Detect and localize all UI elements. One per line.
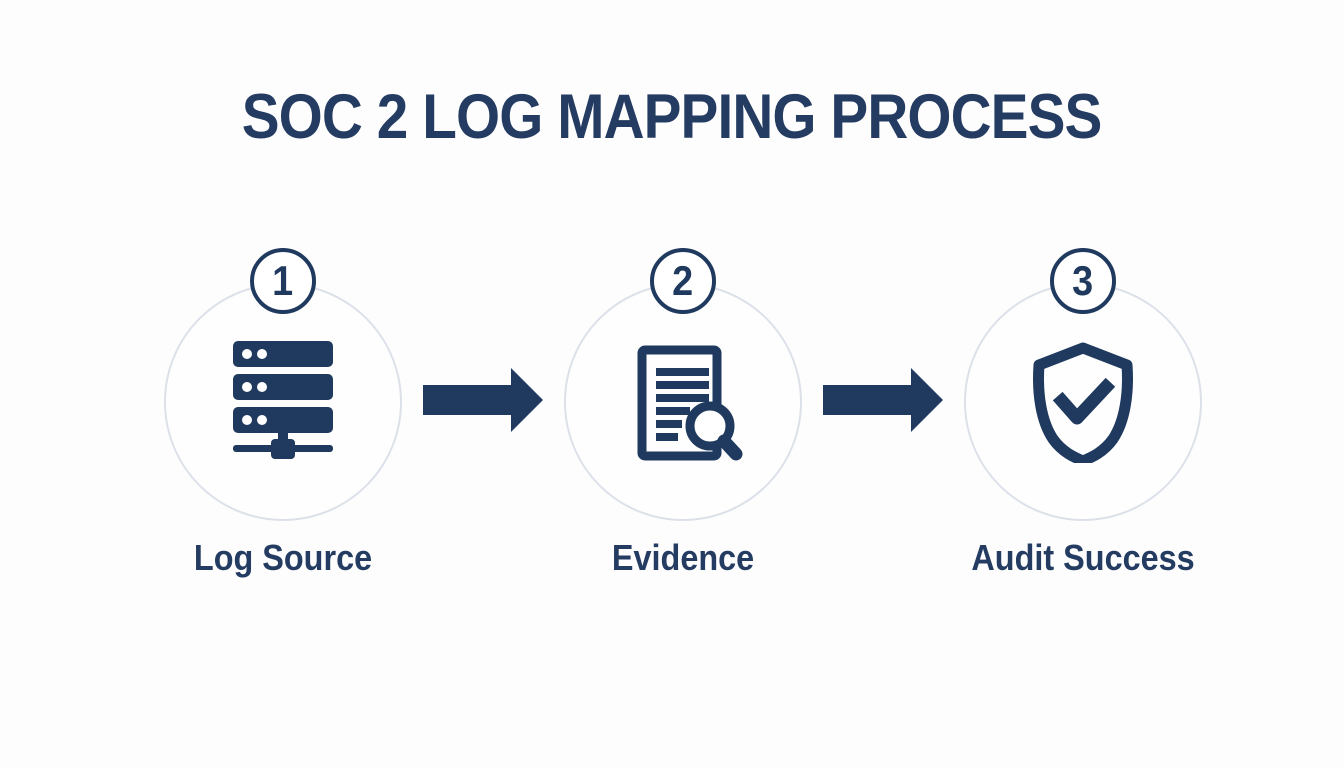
step-evidence: 2 Evidence <box>543 248 823 598</box>
step-circle <box>964 283 1202 521</box>
step-number-badge: 3 <box>1050 248 1116 314</box>
step-circle <box>564 283 802 521</box>
step-number: 2 <box>672 257 694 304</box>
document-search-icon <box>637 345 743 461</box>
page-title-text: SOC 2 LOG MAPPING PROCESS <box>242 82 1103 152</box>
server-stack-icon <box>233 341 333 459</box>
arrow-right-icon <box>423 368 543 432</box>
step-label: Log Source <box>193 537 373 578</box>
step-audit-success: 3 Audit Success <box>943 248 1223 598</box>
step-number-badge: 1 <box>250 248 316 314</box>
shield-check-icon <box>1033 342 1133 463</box>
step-circle <box>164 283 402 521</box>
step-log-source: 1 Log Source <box>143 248 423 598</box>
page-title: SOC 2 LOG MAPPING PROCESS <box>0 86 1344 149</box>
step-number: 3 <box>1072 257 1094 304</box>
step-label: Evidence <box>611 537 755 578</box>
arrow-right-icon <box>823 368 943 432</box>
step-number-badge: 2 <box>650 248 716 314</box>
step-label: Audit Success <box>971 537 1195 578</box>
step-number: 1 <box>272 257 294 304</box>
